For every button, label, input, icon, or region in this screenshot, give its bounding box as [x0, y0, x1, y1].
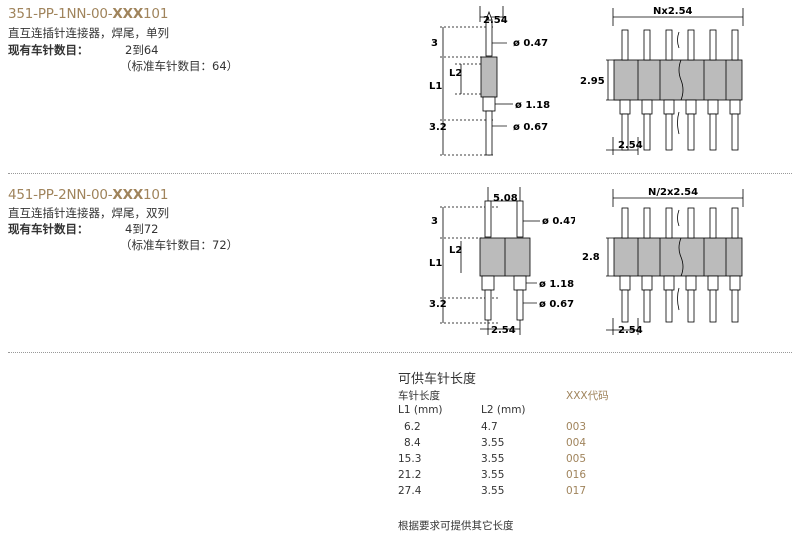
pn-xxx: XXX: [112, 6, 144, 22]
side-view-single-row: Nx2.54 2.95 2.54: [580, 6, 744, 155]
cell-l1: 27.4: [398, 485, 422, 497]
standard-count-2: （标准车针数目：72）: [120, 238, 239, 252]
side-height: 2.95: [580, 76, 605, 87]
count-value-2: 4到72: [125, 222, 159, 236]
dim-d2: ø 1.18: [515, 100, 550, 111]
cell-l2: 3.55: [481, 469, 505, 481]
cell-l1: 15.3: [398, 453, 422, 465]
side-height: 2.8: [582, 252, 600, 263]
cell-l2: 3.55: [481, 453, 505, 465]
count-label-1: 现有车针数目：: [8, 43, 89, 57]
dim-l1: L1: [429, 258, 442, 269]
dim-bot: 3.2: [429, 299, 447, 310]
col-l2-header: L2 (mm): [481, 404, 526, 416]
table-row: 15.3 3.55 005: [398, 453, 618, 469]
cell-code: 004: [566, 437, 587, 449]
count-label-2: 现有车针数目：: [8, 222, 89, 236]
cell-code: 003: [566, 421, 587, 433]
side-bot: 2.54: [618, 140, 643, 151]
dim-l1: L1: [429, 81, 442, 92]
dim-top: 3: [431, 216, 438, 227]
divider-2: [8, 352, 792, 353]
table-row: 21.2 3.55 016: [398, 469, 618, 485]
pn-suffix: 101: [143, 6, 169, 22]
dim-top: 3: [431, 38, 438, 49]
count-value-1: 2到64: [125, 43, 159, 57]
col-l1-header: L1 (mm): [398, 404, 443, 416]
standard-count-1: （标准车针数目：64）: [120, 59, 239, 73]
lengths-title: 可供车针长度: [398, 372, 477, 387]
dim-d1: ø 0.47: [542, 216, 575, 227]
cell-code: 017: [566, 485, 587, 497]
side-bot: 2.54: [618, 325, 643, 336]
front-view-double-row: 5.08 3 ø 0.47 L2 L1 ø 1.18 3.2 ø 0.67 2.…: [429, 187, 575, 336]
part-number-2: 451-PP-2NN-00-XXX101: [8, 187, 168, 203]
pn-suffix: 101: [143, 187, 169, 203]
side-top: Nx2.54: [653, 6, 693, 17]
cell-l1: 8.4: [404, 437, 421, 449]
dim-bot-pitch: 2.54: [491, 325, 516, 336]
side-top: N/2x2.54: [648, 187, 698, 198]
cell-code: 016: [566, 469, 587, 481]
side-view-double-row: N/2x2.54 2.8 2.54: [582, 187, 744, 336]
cell-l1: 21.2: [398, 469, 422, 481]
dim-d1: ø 0.47: [513, 38, 548, 49]
dim-l2: L2: [449, 68, 462, 79]
table-row: 27.4 3.55 017: [398, 485, 618, 501]
description-1: 直互连插针连接器，焊尾，单列: [8, 26, 169, 40]
dim-d3: ø 0.67: [513, 122, 548, 133]
pn-xxx: XXX: [112, 187, 144, 203]
divider-1: [8, 173, 792, 174]
lengths-subtitle: 车针长度: [398, 390, 440, 402]
table-row: 8.4 3.55 004: [398, 437, 618, 453]
code-header: XXX代码: [566, 390, 609, 402]
cell-l1: 6.2: [404, 421, 421, 433]
dim-d3: ø 0.67: [539, 299, 574, 310]
lengths-note: 根据要求可提供其它长度: [398, 520, 514, 532]
cell-code: 005: [566, 453, 587, 465]
cell-l2: 3.55: [481, 485, 505, 497]
description-2: 直互连插针连接器，焊尾，双列: [8, 206, 169, 220]
dim-bot: 3.2: [429, 122, 447, 133]
pn-prefix: 451-PP-2NN-00-: [8, 187, 113, 203]
dim-d2: ø 1.18: [539, 279, 574, 290]
cell-l2: 4.7: [481, 421, 498, 433]
pn-prefix: 351-PP-1NN-00-: [8, 6, 113, 22]
cell-l2: 3.55: [481, 437, 505, 449]
dim-pitch: 2.54: [483, 15, 508, 26]
dim-l2: L2: [449, 245, 462, 256]
front-view-single-row: 2.54 3 ø 0.47 L2 L1 ø 1.18 3.2 ø 0.67: [429, 6, 550, 156]
dim-pitch: 5.08: [493, 193, 518, 204]
table-row: 6.2 4.7 003: [398, 421, 618, 437]
lengths-table: 6.2 4.7 003 8.4 3.55 004 15.3 3.55 005 2…: [398, 421, 618, 501]
part-number-1: 351-PP-1NN-00-XXX101: [8, 6, 168, 22]
